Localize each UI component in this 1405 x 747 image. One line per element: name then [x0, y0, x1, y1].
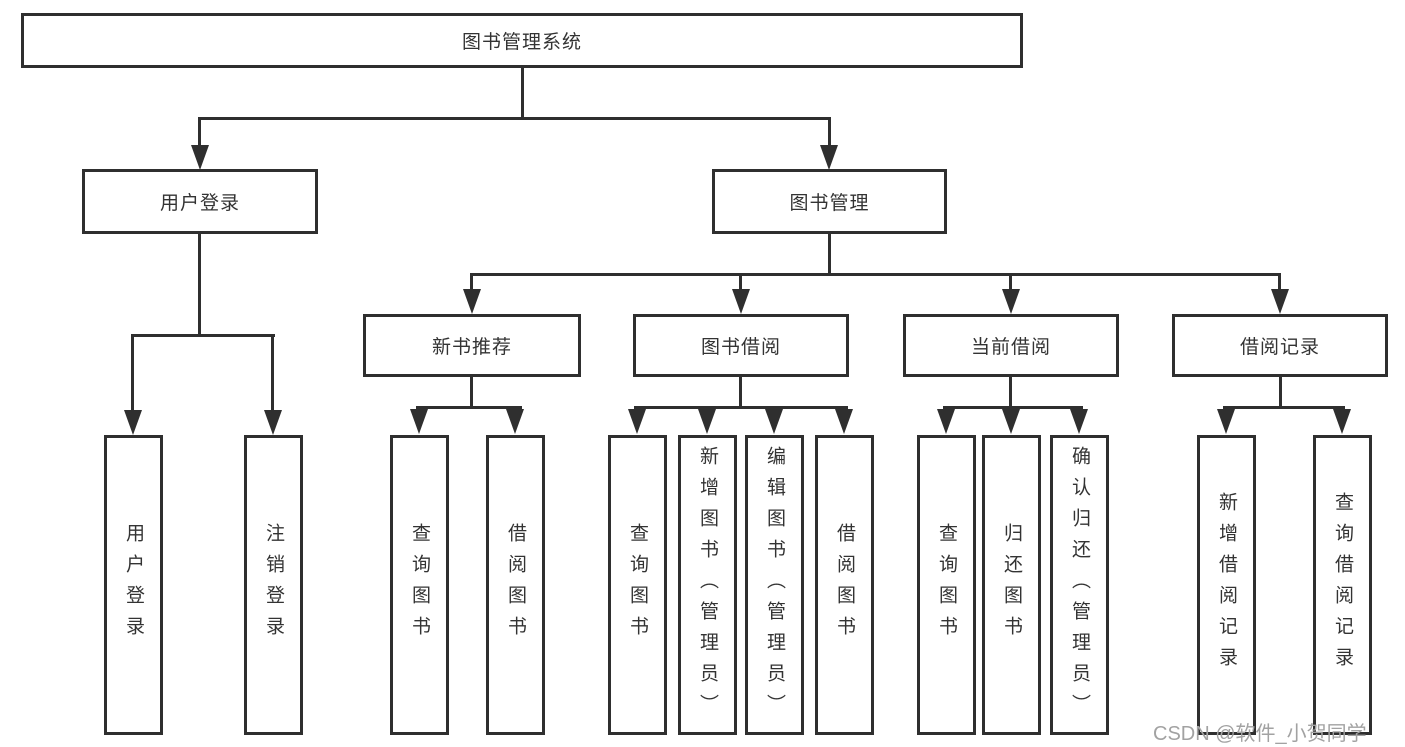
leaf-query-book: 查询图书 [608, 435, 667, 735]
leaf-user-login: 用户登录 [104, 435, 163, 735]
arrow-down-icon [264, 410, 282, 435]
leaf-logout: 注销登录 [244, 435, 303, 735]
arrow-down-icon [463, 289, 481, 314]
arrow-down-icon [765, 409, 783, 434]
arrow-down-icon [124, 410, 142, 435]
leaf-label: 新增图书（管理员） [697, 445, 718, 725]
connector-line [131, 334, 134, 412]
leaf-label: 查询图书 [936, 523, 957, 647]
arrow-down-icon [835, 409, 853, 434]
leaf-label: 查询借阅记录 [1332, 492, 1353, 678]
leaf-query-book: 查询图书 [917, 435, 976, 735]
leaf-return-book: 归还图书 [982, 435, 1041, 735]
connector-line [1009, 273, 1012, 291]
leaf-label: 确认归还（管理员） [1069, 445, 1090, 725]
arrow-down-icon [191, 145, 209, 170]
leaf-query-book: 查询图书 [390, 435, 449, 735]
connector-line [131, 334, 275, 337]
leaf-label: 归还图书 [1001, 523, 1022, 647]
arrow-down-icon [1333, 409, 1351, 434]
node-book-management: 图书管理 [712, 169, 947, 234]
leaf-add-book-admin: 新增图书（管理员） [678, 435, 737, 735]
connector-line [470, 273, 473, 291]
connector-line [634, 406, 848, 409]
connector-line [416, 406, 522, 409]
connector-line [1009, 375, 1012, 409]
leaf-query-borrow-record: 查询借阅记录 [1313, 435, 1372, 735]
leaf-label: 查询图书 [627, 523, 648, 647]
leaf-borrow-book: 借阅图书 [486, 435, 545, 735]
leaf-label: 查询图书 [409, 523, 430, 647]
csdn-watermark: CSDN @软件_小贺同学 [1153, 723, 1367, 745]
leaf-label: 新增借阅记录 [1216, 492, 1237, 678]
arrow-down-icon [1002, 409, 1020, 434]
arrow-down-icon [937, 409, 955, 434]
arrow-down-icon [506, 409, 524, 434]
connector-line [828, 232, 831, 276]
connector-line [198, 117, 831, 120]
node-new-book-recommend: 新书推荐 [363, 314, 581, 377]
arrow-down-icon [1271, 289, 1289, 314]
connector-line [1279, 375, 1282, 409]
connector-line [739, 375, 742, 409]
connector-line [198, 117, 201, 147]
leaf-label: 编辑图书（管理员） [764, 445, 785, 725]
arrow-down-icon [410, 409, 428, 434]
arrow-down-icon [698, 409, 716, 434]
node-root: 图书管理系统 [21, 13, 1023, 68]
connector-line [1278, 273, 1281, 291]
connector-line [198, 232, 201, 337]
leaf-borrow-book: 借阅图书 [815, 435, 874, 735]
connector-line [828, 117, 831, 147]
arrow-down-icon [1070, 409, 1088, 434]
leaf-label: 注销登录 [263, 523, 284, 647]
node-borrow-record: 借阅记录 [1172, 314, 1388, 377]
connector-line [739, 273, 742, 291]
arrow-down-icon [628, 409, 646, 434]
leaf-confirm-return-admin: 确认归还（管理员） [1050, 435, 1109, 735]
arrow-down-icon [1002, 289, 1020, 314]
connector-line [470, 273, 1281, 276]
leaf-edit-book-admin: 编辑图书（管理员） [745, 435, 804, 735]
connector-line [470, 375, 473, 409]
connector-line [1223, 406, 1345, 409]
arrow-down-icon [1217, 409, 1235, 434]
leaf-label: 借阅图书 [834, 523, 855, 647]
leaf-add-borrow-record: 新增借阅记录 [1197, 435, 1256, 735]
connector-line [521, 66, 524, 120]
connector-line [271, 334, 274, 412]
node-user-login: 用户登录 [82, 169, 318, 234]
arrow-down-icon [820, 145, 838, 170]
node-book-borrow: 图书借阅 [633, 314, 849, 377]
arrow-down-icon [732, 289, 750, 314]
connector-line [943, 406, 1083, 409]
leaf-label: 借阅图书 [505, 523, 526, 647]
node-current-borrow: 当前借阅 [903, 314, 1119, 377]
leaf-label: 用户登录 [123, 523, 144, 647]
